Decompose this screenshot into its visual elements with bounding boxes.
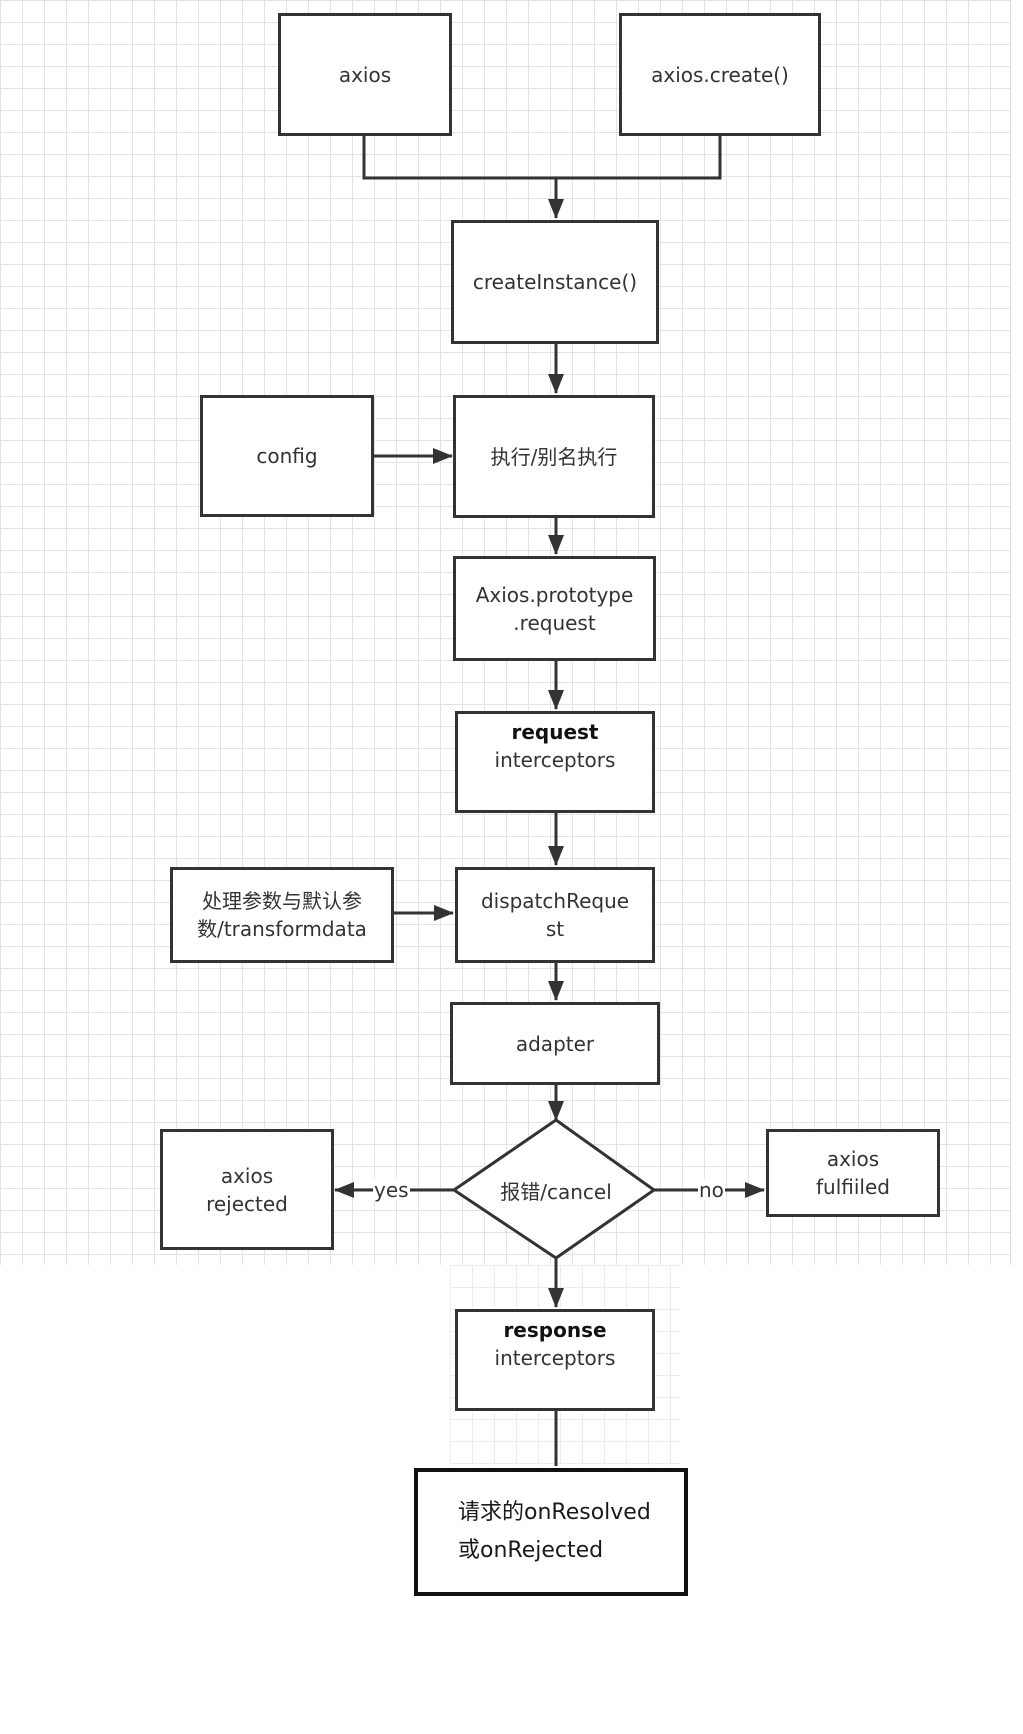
node-prototype-request-line2: .request	[513, 610, 596, 635]
node-axios-fulfilled: axios fulfiiled	[766, 1129, 940, 1217]
node-execute: 执行/别名执行	[453, 395, 655, 518]
node-final-resolved-rejected: 请求的onResolved 或onRejected	[414, 1468, 688, 1596]
node-axios-rejected-line2: rejected	[206, 1191, 288, 1216]
node-dispatch-request: dispatchReque st	[455, 867, 655, 963]
node-create-instance-label: createInstance()	[472, 270, 638, 294]
node-response-interceptors-line2: interceptors	[494, 1346, 616, 1370]
node-config-label: config	[256, 444, 318, 468]
node-response-interceptors: response interceptors	[455, 1309, 655, 1411]
node-axios-rejected-line1: axios	[220, 1163, 274, 1188]
decision-label: 报错/cancel	[500, 1180, 612, 1204]
node-final-line1: 请求的onResolved	[458, 1500, 651, 1525]
node-final-line2: 或onRejected	[458, 1538, 604, 1563]
node-process-params-line1: 处理参数与默认参	[202, 889, 362, 913]
node-axios-create-label: axios.create()	[651, 62, 789, 87]
node-execute-label: 执行/别名执行	[490, 444, 618, 469]
node-prototype-request: Axios.prototype .request	[453, 556, 656, 661]
node-response-interceptors-line1: response	[503, 1318, 607, 1342]
edge-label-no: no	[698, 1178, 725, 1202]
node-request-interceptors-line1: request	[511, 720, 599, 744]
node-axios-label: axios	[338, 62, 392, 87]
node-axios-fulfilled-line2: fulfiiled	[816, 1175, 890, 1199]
node-request-interceptors-line2: interceptors	[494, 748, 616, 772]
node-create-instance: createInstance()	[451, 220, 659, 344]
node-dispatch-request-line1: dispatchReque	[480, 889, 630, 913]
node-adapter: adapter	[450, 1002, 660, 1085]
node-process-params-line2: 数/transformdata	[197, 917, 367, 941]
node-config: config	[200, 395, 374, 517]
edge-axios-merge	[362, 136, 722, 180]
node-adapter-label: adapter	[515, 1031, 595, 1056]
edge-label-yes: yes	[373, 1178, 410, 1202]
node-request-interceptors: request interceptors	[455, 711, 655, 813]
node-prototype-request-line1: Axios.prototype	[475, 582, 634, 607]
node-axios: axios	[278, 13, 452, 136]
node-dispatch-request-line2: st	[545, 917, 565, 941]
decision-diamond	[451, 1118, 657, 1260]
node-axios-rejected: axios rejected	[160, 1129, 334, 1250]
node-axios-create: axios.create()	[619, 13, 821, 136]
node-process-params: 处理参数与默认参 数/transformdata	[170, 867, 394, 963]
node-axios-fulfilled-line1: axios	[826, 1147, 880, 1171]
